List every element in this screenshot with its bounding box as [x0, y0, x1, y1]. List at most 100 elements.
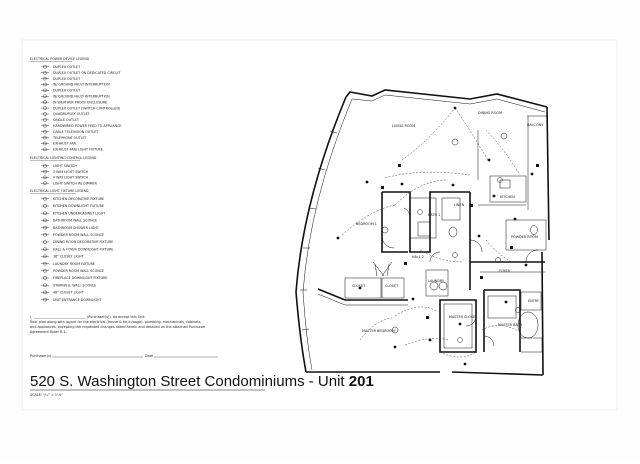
legend-symbol: [41, 232, 49, 237]
legend-item-label: QUADRUPLEX OUTLET: [53, 112, 91, 116]
closet-2: [381, 277, 405, 299]
legend-item-label: POWDER ROOM WALL SCONCE: [53, 233, 104, 237]
kitchen-island: [489, 175, 527, 203]
controls-legend-header: ELECTRICAL LIGHTING CONTROL LEGEND: [30, 156, 97, 160]
legend-item-label: POWDER ROOM WALL SCONCE: [53, 269, 104, 273]
room-living: LIVING ROOM: [392, 124, 415, 128]
room-powder: POWDER ROOM: [511, 235, 538, 239]
legend-symbol: [41, 82, 49, 87]
room-master-closet: MASTER CLOSET: [449, 315, 478, 319]
switch-symbols: [381, 164, 539, 319]
legend-symbol: [41, 100, 49, 104]
room-kitchen: KITCHEN: [500, 195, 515, 199]
legend-symbol: [41, 70, 49, 75]
legend-symbol: [41, 290, 49, 295]
legend-symbol: [41, 204, 49, 208]
scale-note: SCALE: ³/₁₆" = 1'-0": [30, 393, 63, 397]
legend-symbol: [41, 135, 49, 140]
light-fixture-symbols: [381, 132, 521, 343]
legend-symbol: [41, 268, 49, 273]
legend-item-label: LIGHT SWITCH: [53, 164, 77, 168]
legend-symbol: [41, 276, 49, 280]
laundry-room: [425, 269, 449, 297]
legend-item-label: LAUNDRY ROOM FIXTURE: [53, 262, 95, 266]
legend-symbol: [41, 175, 49, 180]
legend-symbol: [41, 147, 49, 152]
controls-legend-list: LIGHT SWITCH 3 WAY LIGHT SWITCH 4 WAY LIGH…: [41, 163, 98, 185]
legend-item-label: HARDWIRED POWER FEED TO APPLIANCE: [53, 124, 121, 128]
legend-item-label: BATHROOM SHOWER LIGHT: [53, 226, 100, 230]
legend-item-label: FIREPLACE DOWNLIGHT FIXTURE: [53, 276, 107, 280]
legend-symbol: [41, 247, 49, 251]
east-wall: [546, 106, 550, 241]
legend-item-label: 3 WAY LIGHT SWITCH: [53, 170, 89, 174]
purchaser-label: Purchaser(s): [30, 354, 52, 358]
legend-symbol: [41, 297, 49, 302]
legend-item-label: KITCHEN DECORATIVE FIXTURE: [53, 197, 104, 201]
legend-item-label: DINING ROOM DECORATIVE FIXTURE: [53, 240, 113, 244]
room-laundry: LAUNDRY: [428, 279, 445, 283]
fixtures-legend-header: ELECTRICAL LIGHT FIXTURE LEGEND: [30, 189, 89, 193]
legend-symbol: [41, 163, 49, 168]
legend-symbol: [41, 112, 49, 116]
circuit-runs: [341, 107, 521, 358]
master-bath-walls: [483, 289, 521, 352]
room-closet-2: CLOSET: [385, 284, 399, 288]
legend-symbol: [41, 283, 49, 288]
room-dining: DINING ROOM: [478, 111, 502, 115]
legend-item-label: SINGLE OUTLET: [53, 118, 80, 122]
bedroom-divider-wall: [317, 288, 408, 301]
legend-symbol: [41, 240, 49, 244]
legend-symbol: [41, 106, 49, 110]
floor-plan: LIVING ROOM DINING ROOM BALCONY KITCHEN …: [295, 89, 550, 376]
master-closet: [439, 299, 477, 353]
acceptance-line-3: and appliances, excepting the requested …: [30, 325, 206, 329]
power-legend-header: ELECTRICAL POWER DEVICE LEGEND: [30, 57, 90, 61]
room-bath-1: BATH 1: [428, 213, 440, 217]
legend-symbol: [41, 211, 49, 215]
legend-symbol: [41, 169, 49, 174]
bath-core-walls: [382, 191, 470, 253]
legend-symbol: [41, 218, 49, 223]
legend-symbol: [41, 181, 49, 185]
legend-item-label: 4 WAY LIGHT SWITCH: [53, 176, 89, 180]
closet-bifold-doors: [372, 261, 393, 277]
sheet-title: 520 S. Washington Street Condominiums - …: [30, 373, 374, 390]
legend-item-label: W/ GROUND FAULT INTERRUPTION: [53, 83, 110, 87]
legend-item-label: STAIRWELL WALL SCONCE: [53, 283, 96, 287]
legend-item-label: IN WEATHER PROOF ENCLOSURE: [53, 100, 107, 104]
legend-item-label: TELEPHONE OUTLET: [52, 136, 88, 140]
legend-symbol: [41, 118, 49, 122]
legend-item-label: DUPLEX OUTLET (SWITCH CONTROLLED): [53, 106, 120, 110]
acceptance-line-4: Agreement Rider R-1.: [30, 330, 67, 334]
legend-item-label: BATHROOM WALL SCONCE: [53, 219, 97, 223]
room-foyer: FOYER: [499, 269, 511, 273]
toilet-bath1: [448, 226, 458, 238]
legend-symbol: [41, 94, 49, 99]
south-wall: [306, 371, 544, 376]
room-master-bedroom: MASTER BEDROOM: [362, 329, 395, 333]
closet-1: [344, 277, 382, 299]
legend-item-label: DUPLEX OUTLET: [53, 65, 81, 69]
room-master-bath: MASTER BATH: [498, 323, 522, 327]
acceptance-line-2: floor plan along with layout for the ele…: [30, 320, 202, 324]
legend-item-label: DUPLEX OUTLET: [53, 89, 81, 93]
legend-item-label: HALL & FOYER DOWNLIGHT FIXTURE: [53, 247, 113, 251]
legend-item-label: DUPLEX OUTLET: [53, 77, 81, 81]
legend-symbol: [41, 76, 49, 81]
legend-item-label: EXHAUST FAN/ LIGHT FIXTURE: [53, 148, 103, 152]
linen-closet: [441, 197, 461, 221]
legend-item-label: 36" CLOSET LIGHT: [53, 255, 84, 259]
sheet-border: [21, 39, 618, 411]
legend-symbol: [41, 225, 49, 230]
curved-facade-outer: [295, 96, 347, 373]
legend-item-label: 48" CLOSET LIGHT: [53, 291, 84, 295]
legend-item-label: W/ GROUND FAULT INTERRUPTION: [53, 95, 110, 99]
electrical-legend: ELECTRICAL POWER DEVICE LEGEND DUPLEX OU…: [30, 57, 121, 302]
room-linen: LINEN: [454, 203, 465, 207]
legend-symbol: [41, 254, 49, 259]
legend-symbol: [41, 88, 49, 93]
legend-item-label: EXHAUST FAN: [53, 142, 76, 146]
